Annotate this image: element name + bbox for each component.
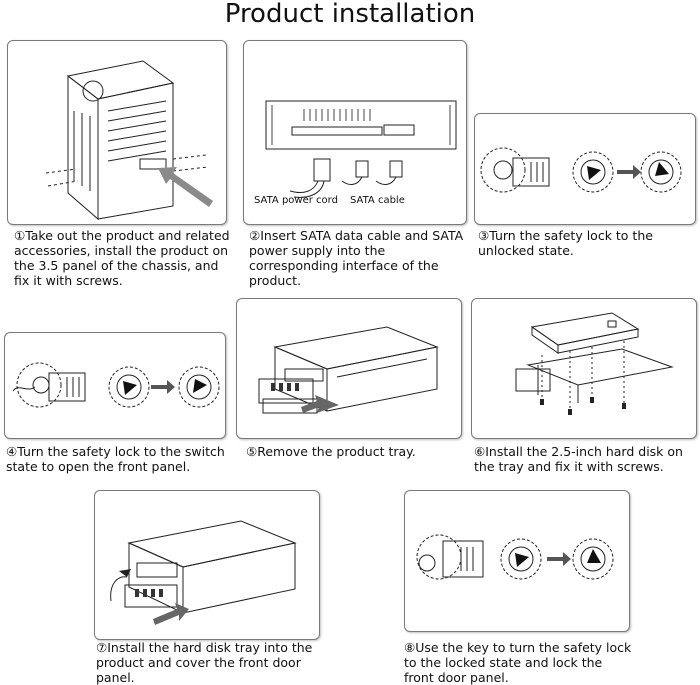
- step-2-caption: ②Insert SATA data cable and SATA power s…: [249, 228, 464, 288]
- sata-power-cord-label: SATA power cord: [254, 195, 338, 206]
- lock-tray-drawing: [416, 534, 614, 580]
- insert-tray-drawing: [110, 520, 297, 625]
- step-1-illustration: [7, 40, 227, 225]
- sata-cable-label: SATA cable: [350, 195, 405, 206]
- install-disk-drawing: [515, 312, 674, 415]
- step-2-illustration: SATA power cord SATA cable: [243, 40, 467, 225]
- step-4-illustration: [4, 332, 226, 439]
- unlock-lock-drawing: [480, 147, 682, 193]
- step-8-illustration: [404, 490, 630, 632]
- step-6-caption: ⑥Install the 2.5-inch hard disk on the t…: [474, 444, 683, 474]
- step-4-caption: ④Turn the safety lock to the switch stat…: [6, 444, 225, 474]
- step-8-caption: ⑧Use the key to turn the safety lock to …: [404, 640, 632, 685]
- sata-cable-drawing: [265, 100, 457, 198]
- switch-lock-drawing: [12, 362, 220, 408]
- step-7-caption: ⑦Install the hard disk tray into the pro…: [96, 640, 313, 685]
- step-6-illustration: [471, 298, 697, 439]
- step-5-caption: ⑤Remove the product tray.: [246, 444, 416, 459]
- step-3-illustration: [474, 113, 696, 225]
- step-1-caption: ①Take out the product and related access…: [14, 228, 230, 288]
- remove-tray-drawing: [258, 326, 439, 414]
- pc-chassis-drawing: [45, 60, 213, 221]
- step-3-caption: ③Turn the safety lock to the unlocked st…: [478, 228, 653, 258]
- step-5-illustration: [236, 298, 462, 439]
- page-title: Product installation: [224, 0, 476, 29]
- step-7-illustration: [94, 490, 320, 640]
